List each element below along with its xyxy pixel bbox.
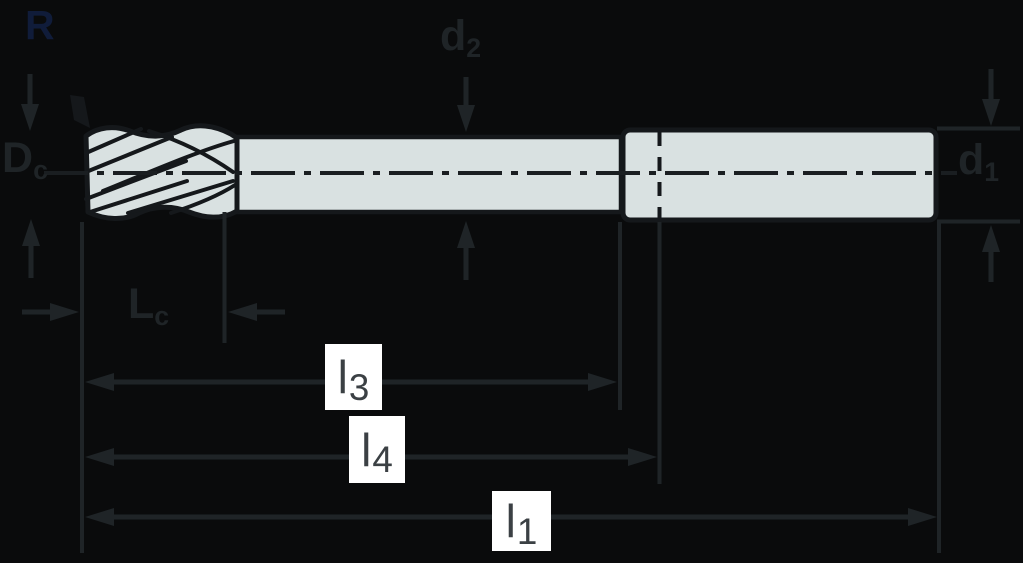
radius-pointer-arrow <box>70 95 90 128</box>
lc-dimension <box>22 303 285 321</box>
label-corner-radius: R <box>25 2 55 48</box>
length-extension-lines <box>80 212 941 553</box>
label-shank-diameter: d1 <box>958 136 999 187</box>
label-cutting-diameter: Dc <box>2 134 48 185</box>
label-corner-radius-text: R <box>25 2 55 48</box>
d1-dimension <box>937 69 1020 282</box>
d2-dimension-arrows <box>457 77 475 280</box>
label-cutting-length: Lc <box>128 280 169 331</box>
flute-lines <box>84 127 237 215</box>
label-neck-diameter: d2 <box>440 12 481 63</box>
dc-dimension-arrows <box>21 74 40 278</box>
